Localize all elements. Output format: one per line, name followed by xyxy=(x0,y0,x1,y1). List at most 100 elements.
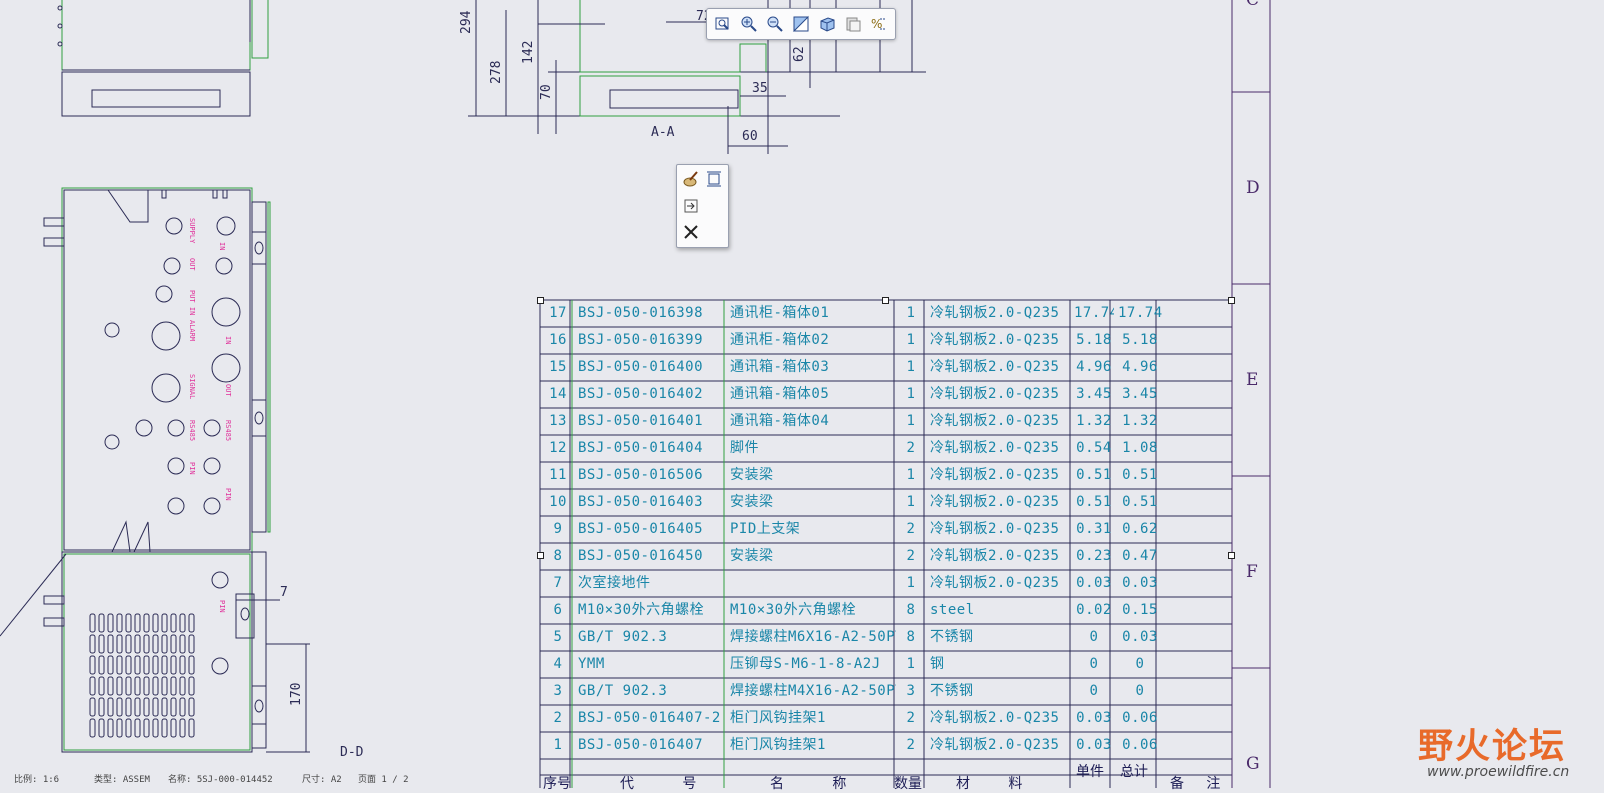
table-cell-name: 通讯柜-箱体02 xyxy=(730,332,830,348)
vent-slot xyxy=(134,613,141,633)
vent-slot xyxy=(89,613,96,633)
table-cell-qty: 2 xyxy=(906,440,916,456)
table-cell-qty: 2 xyxy=(906,548,916,564)
table-cell-mat: 冷轧钢板2.0-Q235 xyxy=(930,521,1060,537)
label-supply: SUPPLY xyxy=(188,218,196,244)
table-cell-qty: 1 xyxy=(906,305,916,321)
vent-slot xyxy=(170,613,177,633)
snap-icon[interactable]: % xyxy=(867,12,891,36)
table-cell-mat: 冷轧钢板2.0-Q235 xyxy=(930,305,1060,321)
zoom-in-icon[interactable] xyxy=(737,12,761,36)
status-size: 尺寸: A2 xyxy=(302,775,342,785)
vent-slot xyxy=(107,697,114,717)
table-cell-code: BSJ-050-016402 xyxy=(578,386,704,402)
dim-35: 35 xyxy=(752,81,768,96)
vent-slot xyxy=(170,655,177,675)
dim-294: 294 xyxy=(459,10,474,34)
zone-letter-c: C xyxy=(1246,0,1260,10)
dim-278: 278 xyxy=(489,61,504,84)
close-icon[interactable] xyxy=(680,221,702,243)
table-cell-unit: 0.54 xyxy=(1076,440,1112,456)
table-cell-qty: 2 xyxy=(906,737,916,753)
selection-handle-tr[interactable] xyxy=(1228,297,1235,304)
enter-icon[interactable] xyxy=(680,195,702,217)
table-cell-code: BSJ-050-016399 xyxy=(578,332,704,348)
table-cell-name: 安装梁 xyxy=(730,494,774,510)
vent-slot xyxy=(134,718,141,738)
vent-slot xyxy=(179,613,186,633)
table-cell-unit: 0.51 xyxy=(1076,467,1112,483)
table-cell-code: GB/T 902.3 xyxy=(578,629,668,645)
selection-handle-tm[interactable] xyxy=(882,297,889,304)
table-cell-mat: 不锈钢 xyxy=(930,629,974,645)
table-cell-code: M10×30外六角螺栓 xyxy=(578,602,705,618)
vent-slot xyxy=(179,718,186,738)
vent-slot xyxy=(152,655,159,675)
table-cell-mat: 冷轧钢板2.0-Q235 xyxy=(930,413,1060,429)
table-cell-total: 0.47 xyxy=(1122,548,1158,564)
table-cell-total: 1.08 xyxy=(1122,440,1158,456)
vent-slot xyxy=(143,718,150,738)
table-cell-total: 1.32 xyxy=(1122,413,1158,429)
header-unit: 单件 xyxy=(1076,764,1104,780)
zoom-window-icon[interactable] xyxy=(711,12,735,36)
table-cell-unit: 0.03 xyxy=(1076,737,1112,753)
table-cell-name: 通讯箱-箱体04 xyxy=(730,413,830,429)
selection-handle-tl[interactable] xyxy=(537,297,544,304)
selection-handle-ml[interactable] xyxy=(537,552,544,559)
zoom-out-icon[interactable] xyxy=(763,12,787,36)
table-cell-code: BSJ-050-016405 xyxy=(578,521,704,537)
vent-slot xyxy=(161,634,168,654)
vent-slot xyxy=(188,613,195,633)
paint-brush-icon[interactable] xyxy=(680,168,702,190)
table-cell-n: 5 xyxy=(553,629,563,645)
vent-slot xyxy=(143,676,150,696)
front-view xyxy=(0,187,310,753)
dim-142: 142 xyxy=(521,41,536,64)
selection-handle-mr[interactable] xyxy=(1228,552,1235,559)
table-cell-unit: 3.45 xyxy=(1076,386,1112,402)
table-cell-unit: 0.23 xyxy=(1076,548,1112,564)
table-cell-total: 0.15 xyxy=(1122,602,1158,618)
vent-slot xyxy=(89,697,96,717)
vent-slot xyxy=(152,634,159,654)
table-cell-mat: 冷轧钢板2.0-Q235 xyxy=(930,710,1060,726)
table-cell-n: 6 xyxy=(553,602,563,618)
pan-icon[interactable] xyxy=(789,12,813,36)
table-cell-unit: 0.03 xyxy=(1076,575,1112,591)
vent-slot xyxy=(152,613,159,633)
table-cell-name: 安装梁 xyxy=(730,548,774,564)
header-qty: 数量 xyxy=(894,776,922,792)
repaint-icon[interactable] xyxy=(841,12,865,36)
vent-slot xyxy=(179,634,186,654)
table-cell-qty: 8 xyxy=(906,629,916,645)
table-cell-name: 安装梁 xyxy=(730,467,774,483)
view-cube-icon[interactable] xyxy=(815,12,839,36)
header-name: 名 称 xyxy=(770,776,847,792)
vent-slot xyxy=(143,613,150,633)
label-rs485-2: RS485 xyxy=(224,420,232,441)
table-cell-unit: 4.96 xyxy=(1076,359,1112,375)
table-cell-total: 5.18 xyxy=(1122,332,1158,348)
watermark-logo: 野火论坛 xyxy=(1418,727,1567,767)
column-width-icon[interactable] xyxy=(703,168,725,190)
vent-slot xyxy=(161,655,168,675)
table-cell-n: 3 xyxy=(553,683,563,699)
